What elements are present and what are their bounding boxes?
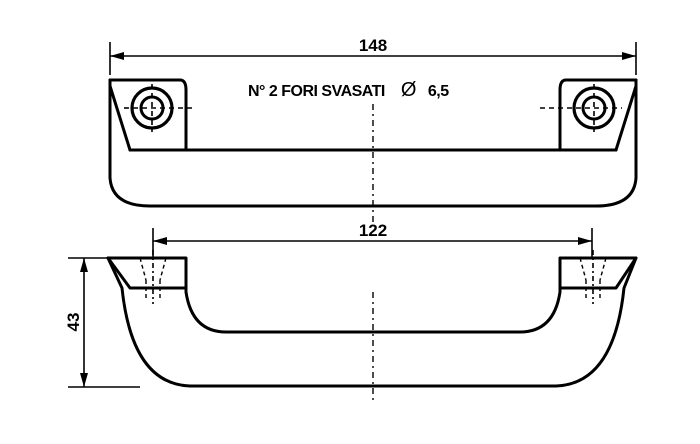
dimension-hole-spacing-label: 122 [359,221,387,240]
left-foot [106,256,188,290]
right-mounting-pad [558,78,638,152]
right-foot [558,256,638,290]
left-mounting-pad [108,78,188,152]
right-countersunk-hole [540,84,622,132]
diameter-value: 6,5 [428,83,449,100]
dimension-height: 43 [64,257,140,388]
dimension-overall-length-label: 148 [359,36,387,55]
holes-note: N° 2 FORI SVASATI Ø 6,5 [248,79,449,101]
dimension-hole-spacing: 122 [152,221,593,258]
top-view: 148 N° 2 FORI SVASATI Ø 6,5 [108,36,638,222]
side-view: 122 43 [64,221,638,404]
right-countersink-hidden [579,250,607,304]
left-countersunk-hole [124,84,196,132]
diameter-symbol: Ø [401,79,416,101]
dimension-height-label: 43 [64,313,83,332]
left-countersink-hidden [139,250,167,304]
holes-note-prefix: N° 2 FORI SVASATI [248,83,385,100]
dimension-overall-length: 148 [109,36,637,75]
side-view-outer-profile [106,256,638,388]
